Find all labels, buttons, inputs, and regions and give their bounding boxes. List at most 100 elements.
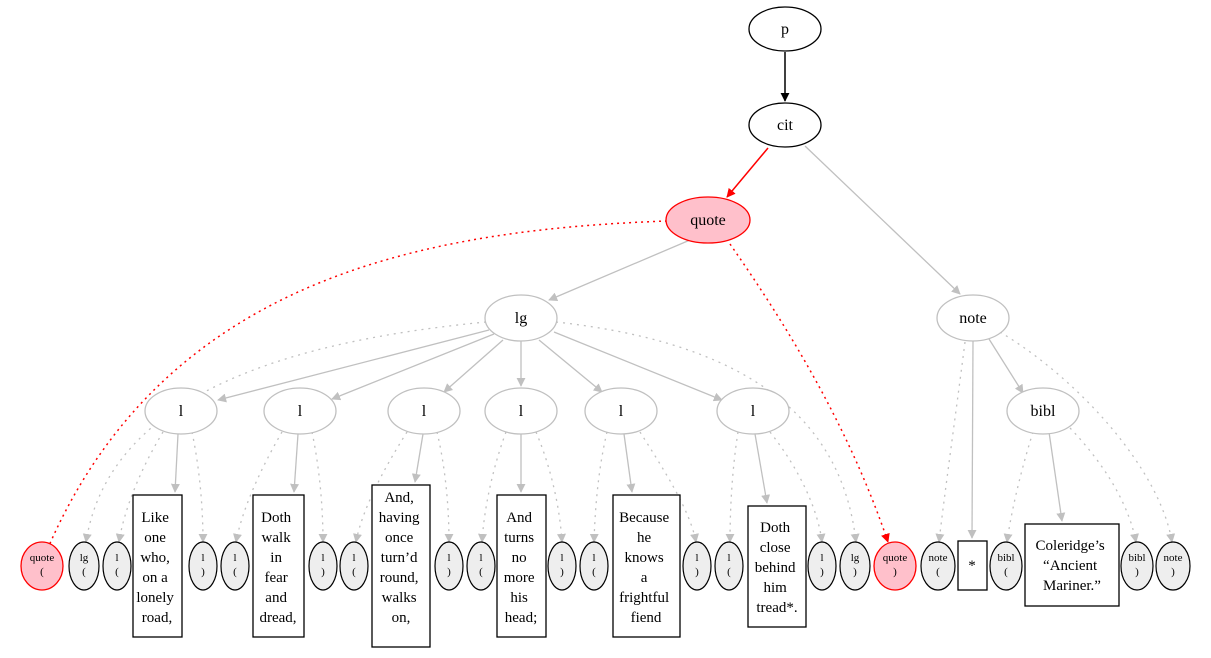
- bibl-text-line: Coleridge’s: [1036, 538, 1105, 554]
- svg-text:Doth close behind: Doth close behind him tread*.: [755, 520, 800, 616]
- marker-l-4-close-paren: ): [560, 566, 564, 578]
- line-1-word: who,: [140, 550, 170, 566]
- line-1-word: lonely: [136, 590, 174, 606]
- edge-cit-quote: [726, 147, 769, 198]
- node-l-2[interactable]: l: [263, 387, 337, 435]
- marker-l-5-close-paren: ): [695, 566, 699, 578]
- marker-quote-close[interactable]: quote ): [873, 541, 917, 591]
- text-box-note[interactable]: *: [957, 540, 988, 591]
- text-box-bibl[interactable]: Coleridge’s “Ancient Mariner.”: [1024, 523, 1120, 607]
- marker-l-6-close[interactable]: l ): [807, 541, 837, 591]
- marker-quote-close-name: quote: [883, 552, 908, 564]
- edge-lg-l3: [443, 339, 504, 393]
- line-2-word: in: [270, 550, 282, 566]
- line-4-word: And: [506, 510, 532, 526]
- marker-lg-open[interactable]: lg (: [68, 541, 100, 591]
- node-l-4[interactable]: l: [484, 387, 558, 435]
- node-lg-label: lg: [515, 310, 527, 327]
- marker-note-close-paren: ): [1171, 566, 1175, 578]
- edge-lg-l5: [538, 339, 603, 393]
- line-3-word: having: [379, 510, 420, 526]
- marker-l-1-open-name: l: [115, 552, 118, 564]
- node-note-label: note: [959, 310, 987, 327]
- text-box-line-2[interactable]: Doth walk in fear and dread,: [252, 494, 305, 638]
- line-6-word: behind: [755, 560, 796, 576]
- marker-lg-close[interactable]: lg ): [839, 541, 871, 591]
- marker-l-5-open[interactable]: l (: [579, 541, 609, 591]
- marker-note-close-name: note: [1164, 552, 1183, 564]
- line-4-word: his: [510, 590, 528, 606]
- marker-l-4-close[interactable]: l ): [547, 541, 577, 591]
- line-4-word: head;: [505, 610, 537, 626]
- node-l-1[interactable]: l: [144, 387, 218, 435]
- line-5-word: a: [641, 570, 648, 586]
- marker-l-2-open-name: l: [233, 552, 236, 564]
- marker-l-5-open-paren: (: [592, 566, 596, 578]
- node-bibl-label: bibl: [1031, 403, 1056, 420]
- node-l-6[interactable]: l: [716, 387, 790, 435]
- marker-l-2-open[interactable]: l (: [220, 541, 250, 591]
- marker-l-2-open-paren: (: [233, 566, 237, 578]
- edge-lg-l1: [217, 329, 490, 403]
- marker-note-open-paren: (: [936, 566, 940, 578]
- marker-l-3-open[interactable]: l (: [339, 541, 369, 591]
- text-box-line-3[interactable]: And, having once turn’d round, walks on,: [371, 484, 431, 648]
- line-1-word: Like: [141, 510, 169, 526]
- line-3-word: turn’d: [381, 550, 418, 566]
- line-5-word: frightful: [619, 590, 669, 606]
- line-5-word: fiend: [631, 610, 662, 626]
- node-l-2-label: l: [298, 403, 303, 420]
- node-l-4-label: l: [519, 403, 524, 420]
- marker-note-open-name: note: [929, 552, 948, 564]
- marker-quote-open[interactable]: quote (: [20, 541, 64, 591]
- marker-note-open[interactable]: note (: [920, 541, 956, 591]
- line-5-word: knows: [625, 550, 664, 566]
- marker-l-1-open[interactable]: l (: [102, 541, 132, 591]
- marker-l-4-open-name: l: [479, 552, 482, 564]
- marker-l-3-close[interactable]: l ): [434, 541, 464, 591]
- marker-l-6-open[interactable]: l (: [714, 541, 744, 591]
- marker-l-2-close[interactable]: l ): [308, 541, 338, 591]
- marker-l-5-close[interactable]: l ): [682, 541, 712, 591]
- node-bibl[interactable]: bibl: [1006, 387, 1080, 435]
- text-box-line-6[interactable]: Doth close behind him tread*.: [747, 505, 807, 628]
- marker-l-1-close[interactable]: l ): [188, 541, 218, 591]
- text-box-line-1[interactable]: Like one who, on a lonely road,: [132, 494, 183, 638]
- marker-l-3-open-name: l: [352, 552, 355, 564]
- marker-bibl-close[interactable]: bibl ): [1120, 541, 1154, 591]
- node-l-5[interactable]: l: [584, 387, 658, 435]
- note-text: *: [968, 558, 976, 574]
- line-2-word: Doth: [261, 510, 292, 526]
- text-box-line-5[interactable]: Because he knows a frightful fiend: [612, 494, 681, 638]
- node-l-3[interactable]: l: [387, 387, 461, 435]
- marker-bibl-open-name: bibl: [997, 552, 1014, 564]
- line-6-word: tread*.: [756, 600, 797, 616]
- edge-lg-open-dotted: [82, 321, 487, 543]
- line-4-word: turns: [504, 530, 534, 546]
- marker-l-5-open-name: l: [592, 552, 595, 564]
- marker-l-6-open-paren: (: [727, 566, 731, 578]
- edge-quote-lg: [548, 239, 691, 301]
- node-cit-label: cit: [777, 117, 794, 134]
- marker-l-4-open[interactable]: l (: [466, 541, 496, 591]
- node-note[interactable]: note: [936, 294, 1010, 342]
- node-lg[interactable]: lg: [484, 294, 558, 342]
- marker-l-2-close-paren: ): [321, 566, 325, 578]
- line-1-word: on a: [142, 570, 168, 586]
- node-cit[interactable]: cit: [748, 102, 822, 148]
- marker-lg-open-name: lg: [80, 552, 89, 564]
- node-quote[interactable]: quote: [665, 196, 751, 244]
- marker-lg-open-paren: (: [82, 566, 86, 578]
- marker-bibl-open[interactable]: bibl (: [989, 541, 1023, 591]
- marker-note-close[interactable]: note ): [1155, 541, 1191, 591]
- node-p-label: p: [781, 21, 789, 38]
- line-5-word: Because: [619, 510, 669, 526]
- svg-text:Coleridge’s “Ancient: Coleridge’s “Ancient Mariner.”: [1036, 538, 1109, 594]
- node-p[interactable]: p: [748, 6, 822, 52]
- line-3-word: walks: [382, 590, 417, 606]
- line-3-word: round,: [380, 570, 419, 586]
- node-l-5-label: l: [619, 403, 624, 420]
- text-box-line-4[interactable]: And turns no more his head;: [496, 494, 547, 638]
- svg-text:And turns no: And turns no more his head;: [504, 510, 539, 626]
- line-3-word: once: [385, 530, 414, 546]
